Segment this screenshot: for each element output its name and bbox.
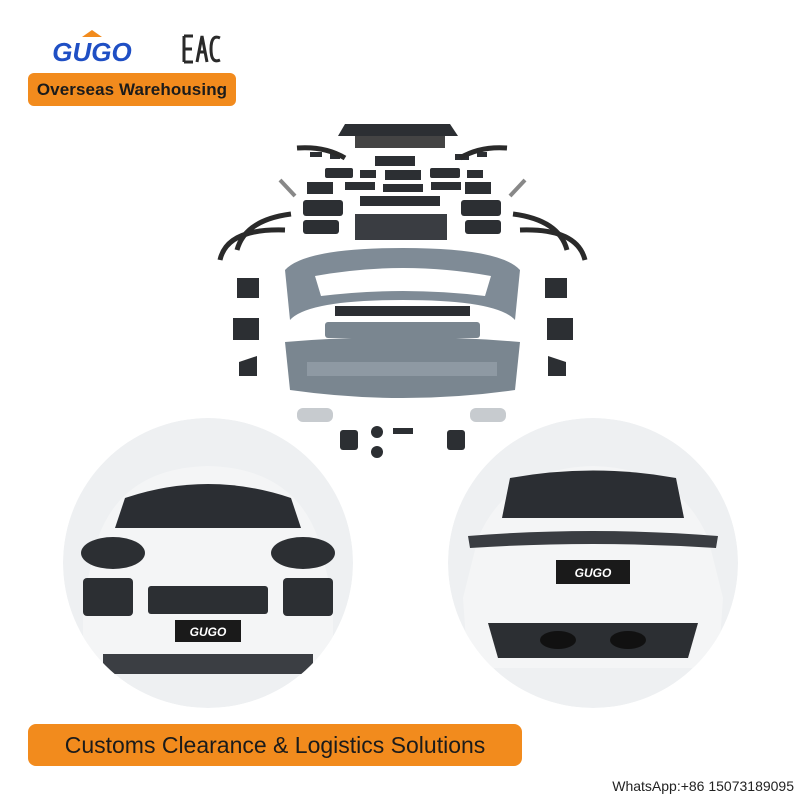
front-car-image: GUGO xyxy=(63,418,353,708)
rear-car-image: GUGO xyxy=(448,418,738,708)
svg-text:GUGO: GUGO xyxy=(52,37,131,67)
eac-certification-mark xyxy=(182,34,221,64)
front-plate-logo: GUGO xyxy=(190,625,227,639)
overseas-warehousing-badge: Overseas Warehousing xyxy=(28,73,236,106)
body-kit-parts-icon xyxy=(217,124,588,458)
whatsapp-contact: WhatsApp:+86 15073189095 xyxy=(612,778,794,794)
gugo-logo: GUGO xyxy=(52,30,132,67)
rear-view: GUGO xyxy=(448,418,738,708)
rear-plate-logo: GUGO xyxy=(575,566,612,580)
front-view: GUGO xyxy=(63,418,353,708)
customs-logistics-badge: Customs Clearance & Logistics Solutions xyxy=(28,724,522,766)
